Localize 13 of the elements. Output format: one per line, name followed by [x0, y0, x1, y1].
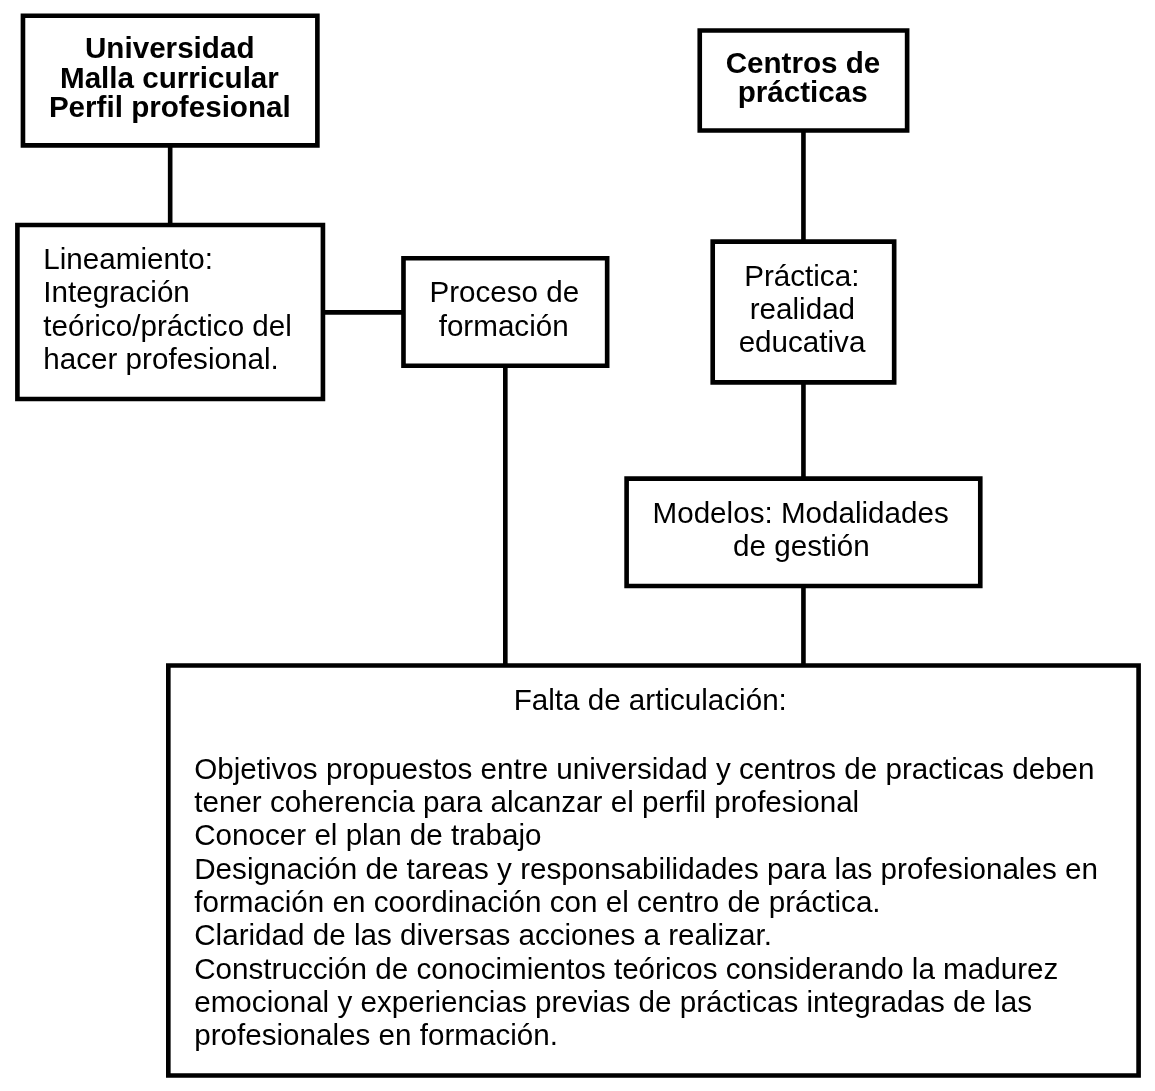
node-box: Lineamiento: Integración teórico/práctico del hacer profesional. — [14, 222, 325, 402]
connector — [800, 586, 806, 666]
connector — [167, 145, 172, 225]
node-box: Práctica: realidad educativa — [709, 239, 896, 385]
connector — [800, 382, 806, 479]
node-box: Proceso de formación — [400, 256, 609, 368]
connector — [502, 366, 508, 666]
node-box: Universidad Malla curricular Perfil profesional — [20, 13, 320, 148]
node-box: Falta de articulación: Objetivos propuestos entre universidad y centros de practicas deben tener coherencia para alcanzar el perfil profesional Conocer el plan de trabajo Designación de tareas y responsabilidades para las profesionales en formación en coordinación con el centro de práctica. Claridad de las diversas acciones a realizar. Construcción de conocimientos teóricos considerando la madurez emocional y experiencias previas de prácticas integradas de las profesionales en formación. — [165, 663, 1141, 1078]
connector — [322, 310, 403, 315]
node-box: Centros de prácticas — [696, 28, 909, 133]
connector — [800, 130, 806, 241]
node-box: Modelos: Modalidades de gestión — [623, 476, 983, 589]
